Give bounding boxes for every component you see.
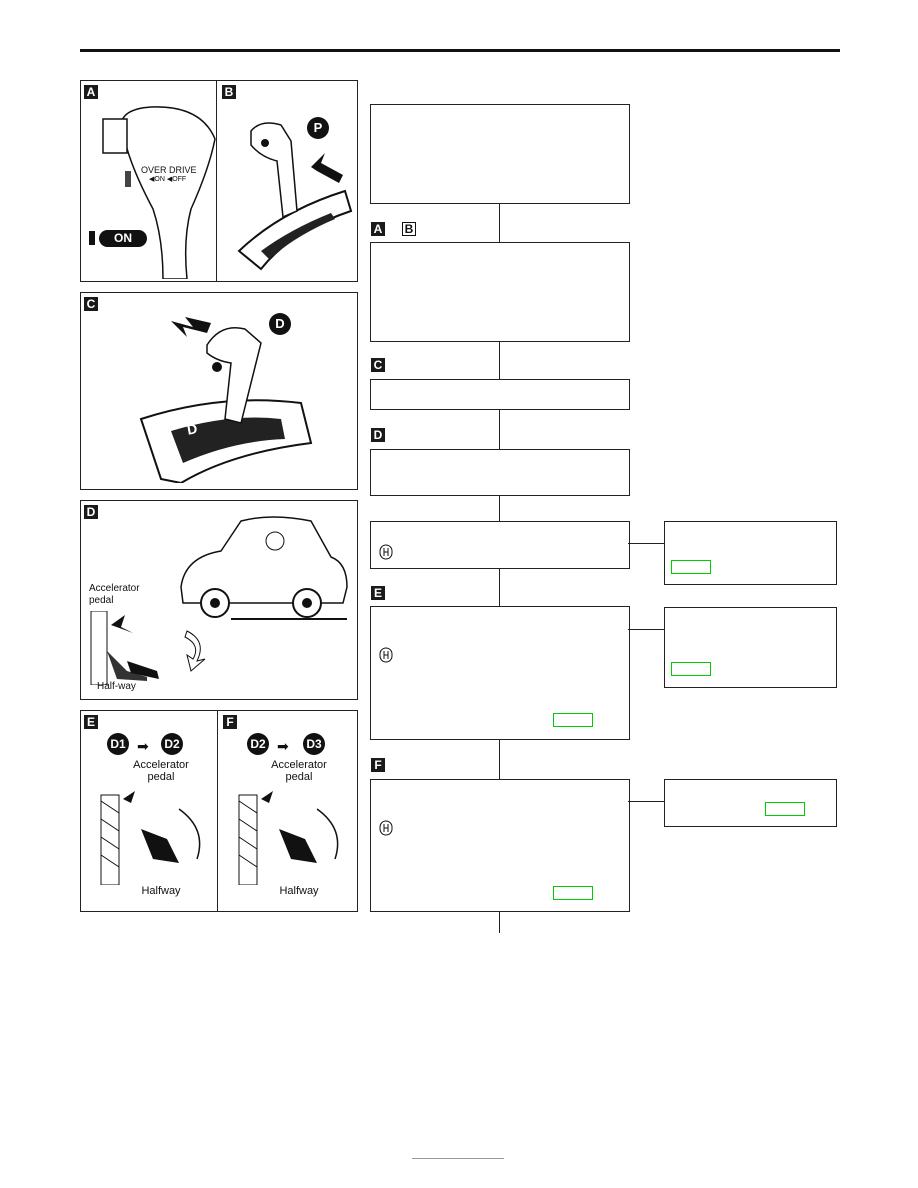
accelerator-label-e-line2: pedal: [147, 771, 175, 783]
panel-badge-c: C: [84, 297, 98, 311]
gear-to-badge-e: D2: [161, 733, 183, 755]
flow-connector: [499, 739, 500, 779]
overdrive-sub-label: ◀ON ◀OFF: [149, 176, 187, 183]
flow-badge-d: D: [371, 428, 385, 442]
illustration-panel-ef: E F D1 ➡ D2 Accelerator pedal Halfway D2…: [80, 710, 358, 912]
flow-badge-e: E: [371, 586, 385, 600]
halfway-label-f: Halfway: [279, 885, 319, 897]
accelerator-label-e: Accelerator pedal: [111, 759, 211, 783]
panel-badge-f: F: [223, 715, 237, 729]
header-rule: [80, 49, 840, 52]
gear-arrow-icon-f: ➡: [277, 738, 289, 754]
on-button-label: ON: [99, 230, 147, 247]
flow-box-check-2: [370, 606, 630, 740]
car-driver-illustration: [180, 516, 348, 620]
flow-ng-box-2: [664, 607, 837, 688]
reference-link-5[interactable]: [765, 802, 805, 816]
shift-lever-p-illustration: [237, 122, 353, 271]
monitor-icon: [379, 647, 393, 663]
switch-tab: [89, 231, 95, 245]
flow-connector: [499, 341, 500, 379]
gear-arrow-icon-e: ➡: [137, 738, 149, 754]
overdrive-label: OVER DRIVE: [141, 165, 197, 175]
flow-box-start: [370, 104, 630, 204]
pedal-illustration-f: [238, 791, 339, 885]
monitor-icon: [379, 820, 393, 836]
illustration-panel-d: D Accelerator pedal Half-way: [80, 500, 358, 700]
flow-connector: [499, 911, 500, 933]
panel-divider-ef: [217, 711, 218, 911]
accelerator-label-f-line1: Accelerator: [271, 759, 327, 771]
accelerator-label: Accelerator pedal: [89, 583, 140, 607]
flow-branch-line: [628, 801, 664, 802]
flow-ng-box-1: [664, 521, 837, 585]
panel-badge-a: A: [84, 85, 98, 99]
flow-connector: [499, 409, 500, 449]
flow-box-d: [370, 449, 630, 496]
shift-knob-illustration: [102, 106, 216, 279]
flow-badge-a: A: [371, 222, 385, 236]
halfway-label-d: Half-way: [97, 681, 136, 692]
flow-badge-c: C: [371, 358, 385, 372]
flow-ng-box-3: [664, 779, 837, 827]
flow-connector: [499, 203, 500, 243]
flow-box-check-1: [370, 521, 630, 569]
monitor-icon: [379, 544, 393, 560]
accelerator-label-line1: Accelerator: [89, 583, 140, 594]
reference-link-3[interactable]: [671, 662, 711, 676]
park-position-badge: P: [307, 117, 329, 139]
accelerator-label-e-line1: Accelerator: [133, 759, 189, 771]
panel-badge-b: B: [222, 85, 236, 99]
halfway-label-e: Halfway: [141, 885, 181, 897]
panel-badge-e: E: [84, 715, 98, 729]
flow-badge-f: F: [371, 758, 385, 772]
reference-link-2[interactable]: [553, 713, 593, 727]
drive-position-badge: D: [269, 313, 291, 335]
illustration-panel-c: C D D: [80, 292, 358, 490]
panel-divider: [216, 81, 217, 281]
reference-link-4[interactable]: [553, 886, 593, 900]
shift-lever-d-illustration: [139, 317, 313, 483]
gear-from-badge-e: D1: [107, 733, 129, 755]
accelerator-label-f-line2: pedal: [285, 771, 313, 783]
flow-connector: [499, 568, 500, 606]
accelerator-label-f: Accelerator pedal: [249, 759, 349, 783]
gear-from-badge-f: D2: [247, 733, 269, 755]
flow-badge-b: B: [402, 222, 416, 236]
illustration-panel-ab: A B OVER DRIVE ◀ON ◀OFF ON P: [80, 80, 358, 282]
footer-rule: [412, 1158, 504, 1159]
flow-branch-line: [628, 543, 664, 544]
flow-connector: [499, 495, 500, 521]
accelerator-pedal-illustration: [90, 611, 206, 685]
flow-box-check-3: [370, 779, 630, 912]
flow-box-ab: [370, 242, 630, 342]
flow-box-c: [370, 379, 630, 410]
reference-link-1[interactable]: [671, 560, 711, 574]
flow-branch-line: [628, 629, 664, 630]
gear-to-badge-f: D3: [303, 733, 325, 755]
pedal-illustration-e: [100, 791, 201, 885]
panel-badge-d: D: [84, 505, 98, 519]
accelerator-label-line2: pedal: [89, 595, 114, 606]
